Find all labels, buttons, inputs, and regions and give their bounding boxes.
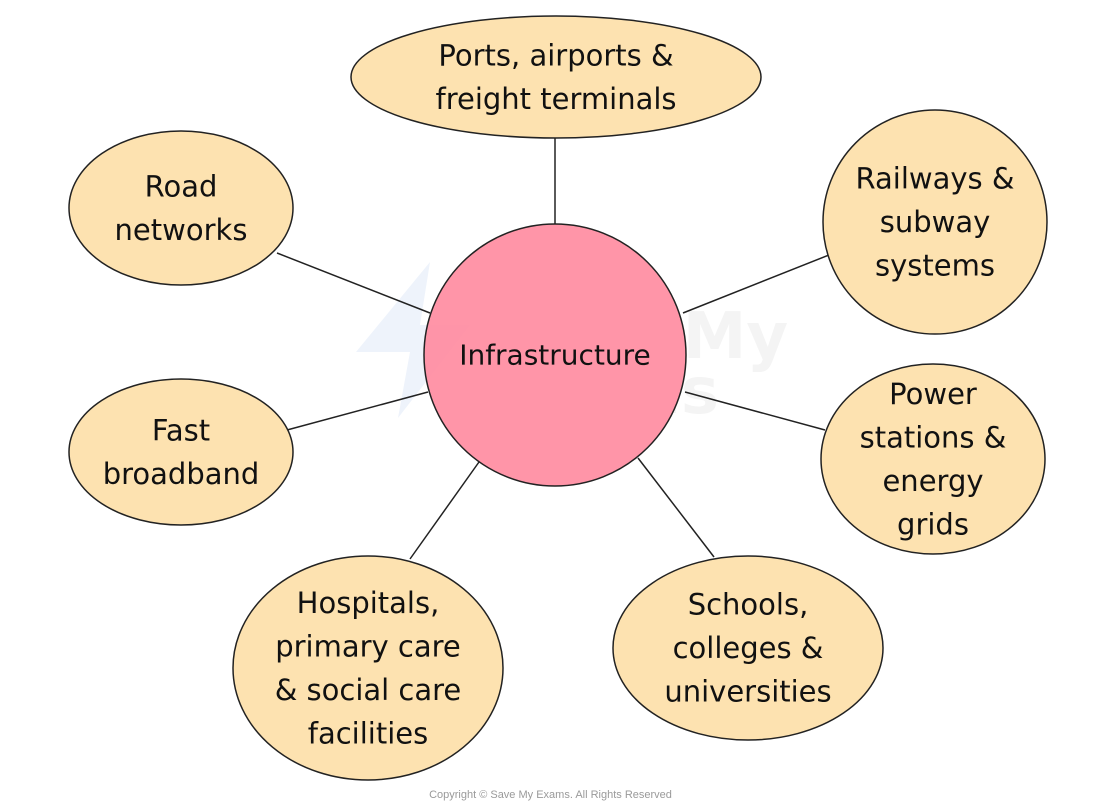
node-power-label: Power (889, 377, 977, 411)
node-hospitals-label: primary care (275, 629, 461, 663)
copyright-notice: Copyright © Save My Exams. All Rights Re… (429, 789, 672, 801)
node-hospitals-label: Hospitals, (297, 586, 440, 620)
node-ports: Ports, airports & freight terminals (350, 15, 762, 139)
node-schools-label: universities (664, 675, 831, 709)
node-broadband-label: Fast (152, 413, 210, 447)
node-railways-label: systems (875, 249, 995, 283)
center-label: Infrastructure (459, 339, 651, 372)
node-power-label: stations & (860, 420, 1007, 454)
node-ports-label: freight terminals (435, 82, 676, 116)
connector-power (684, 391, 826, 431)
node-road-label: Road (145, 169, 218, 203)
node-broadband-label: broadband (103, 457, 260, 491)
node-broadband: Fast broadband (68, 378, 294, 526)
node-power-label: energy (882, 464, 983, 498)
node-schools-label: Schools, (688, 588, 809, 622)
topic-nodes: Ports, airports & freight terminalsRailwa… (68, 15, 1048, 781)
node-broadband-shape (68, 378, 294, 526)
node-railways: Railways & subway systems (822, 109, 1048, 335)
node-hospitals-label: & social care (275, 673, 462, 707)
node-power: Power stations & energy grids (820, 363, 1046, 555)
node-power-label: grids (897, 507, 969, 541)
node-railways-label: subway (880, 205, 991, 239)
node-hospitals-shape (232, 555, 504, 781)
node-schools-shape (612, 555, 884, 741)
node-road: Road networks (68, 130, 294, 286)
node-railways-shape (822, 109, 1048, 335)
node-ports-label: Ports, airports & (438, 38, 673, 72)
center-circle (423, 223, 687, 487)
watermark-logo (356, 262, 470, 418)
connector-schools (637, 457, 715, 558)
node-hospitals-label: facilities (308, 716, 428, 750)
connector-hospitals (409, 461, 480, 560)
connector-road (276, 252, 431, 314)
node-railways-label: Railways & (856, 162, 1015, 196)
connector-railways (682, 252, 835, 314)
node-schools-label: colleges & (673, 631, 824, 665)
connector-broadband (286, 391, 429, 431)
node-road-label: networks (115, 213, 248, 247)
center-node: Infrastructure (423, 223, 687, 487)
node-hospitals: Hospitals, primary care & social care facil… (232, 555, 504, 781)
node-road-shape (68, 130, 294, 286)
node-schools: Schools, colleges & universities (612, 555, 884, 741)
node-power-shape (820, 363, 1046, 555)
connector-lines (276, 138, 835, 560)
node-ports-shape (350, 15, 762, 139)
